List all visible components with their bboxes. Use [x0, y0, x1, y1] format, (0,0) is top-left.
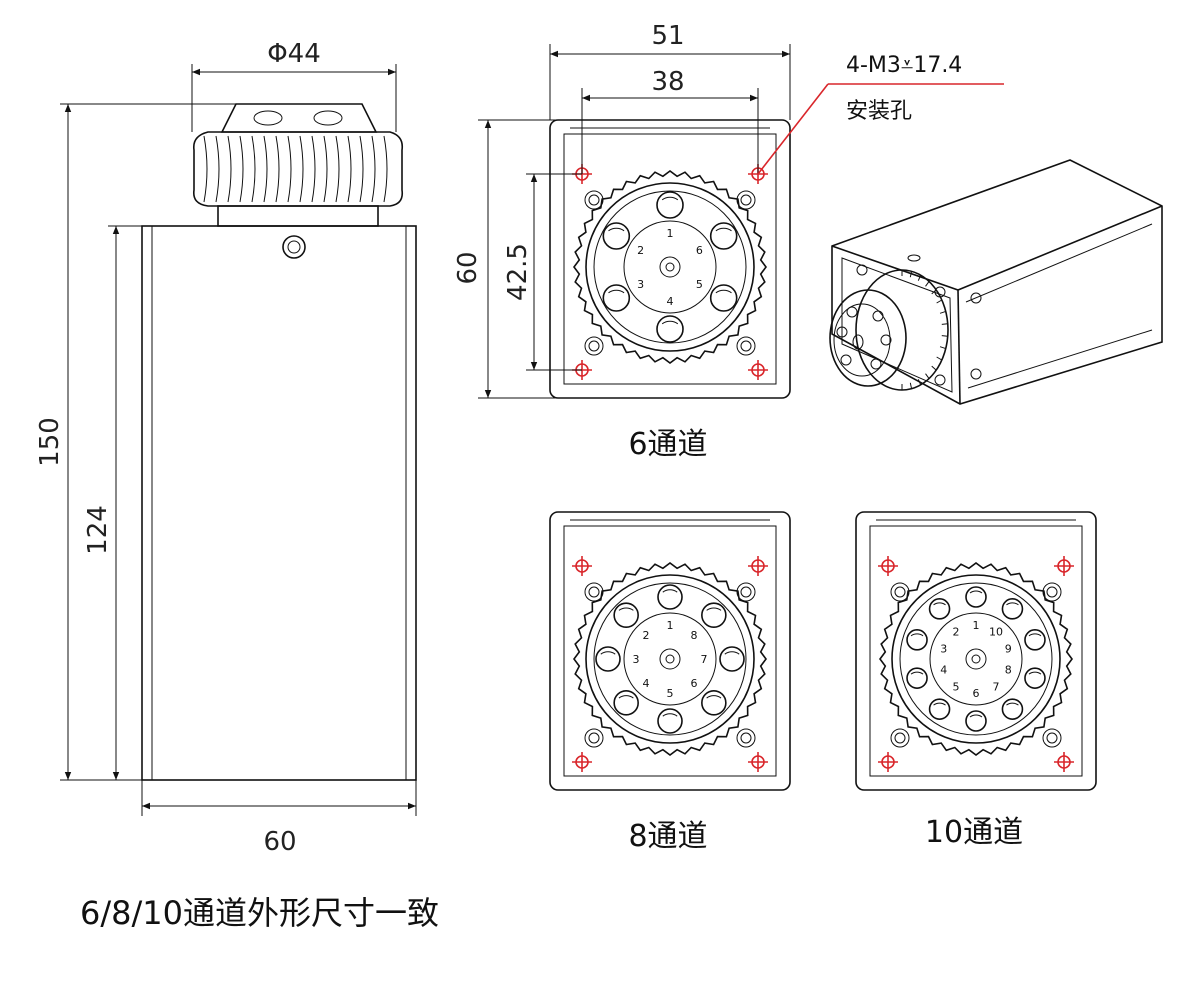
dim-height: 60	[453, 251, 483, 284]
dial-number: 4	[940, 664, 947, 677]
caption-10ch: 10通道	[925, 815, 1023, 850]
dial-number: 5	[953, 681, 960, 694]
dial-number: 4	[667, 295, 674, 308]
front-view-6ch: 1 6 5 4 3 2 51 38 60 42.5 4-M3⩡17.4 安装孔 6通道	[453, 21, 1004, 462]
dial-number: 5	[667, 687, 674, 700]
dial-number: 3	[633, 653, 640, 666]
side-view: Φ44 150 124 60	[35, 39, 417, 857]
dial-number: 3	[940, 643, 947, 656]
dial-number: 2	[643, 629, 650, 642]
dim-knob-diameter: Φ44	[267, 39, 321, 69]
dial-number: 8	[691, 629, 698, 642]
dial-number: 2	[953, 626, 960, 639]
dial-number: 5	[696, 278, 703, 291]
dial-number: 10	[989, 626, 1003, 639]
dial-number: 1	[973, 619, 980, 632]
dim-hole-spacing-y: 42.5	[503, 243, 533, 301]
dial-number: 6	[696, 244, 703, 257]
dial-number: 6	[691, 677, 698, 690]
callout-label: 安装孔	[846, 99, 912, 124]
dial-number: 9	[1005, 643, 1012, 656]
caption-6ch: 6通道	[628, 427, 707, 462]
dial-number: 1	[667, 227, 674, 240]
dial-number: 1	[667, 619, 674, 632]
dial-number: 8	[1005, 664, 1012, 677]
dim-hole-spacing-x: 38	[651, 67, 684, 97]
front-view-8ch: 1 876 5 432 8通道	[549, 511, 791, 854]
dim-outer-width: 51	[651, 21, 684, 51]
dial-number: 7	[701, 653, 708, 666]
isometric-view	[829, 159, 1163, 405]
caption-8ch: 8通道	[628, 819, 707, 854]
dial-number: 4	[643, 677, 650, 690]
dial-number: 6	[973, 687, 980, 700]
dial-number: 3	[637, 278, 644, 291]
dial-number: 2	[637, 244, 644, 257]
dim-width: 60	[263, 827, 296, 857]
dial-number: 7	[993, 681, 1000, 694]
dim-total-height: 150	[35, 417, 65, 467]
dim-body-height: 124	[83, 505, 113, 555]
callout-spec: 4-M3⩡17.4	[846, 53, 962, 78]
footer-note: 6/8/10通道外形尺寸一致	[80, 894, 439, 932]
